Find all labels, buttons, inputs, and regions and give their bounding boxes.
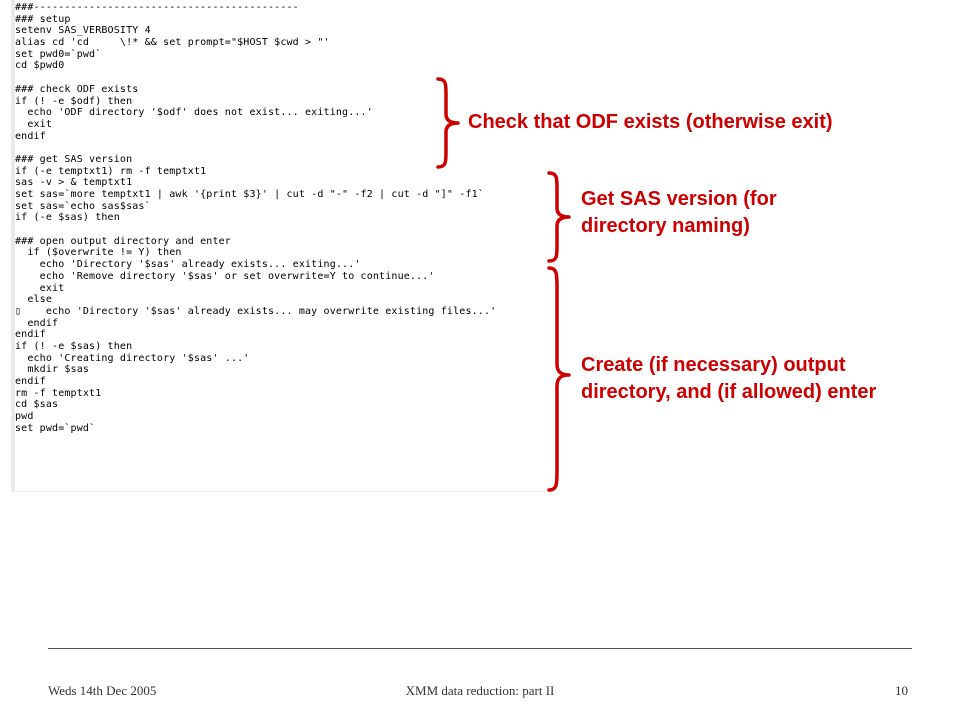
annotation-check-odf: Check that ODF exists (otherwise exit) [468, 109, 833, 136]
code-line: endif [15, 329, 46, 341]
annotation-sas-version-line1: Get SAS version (for [581, 188, 777, 210]
page-number: 10 [895, 683, 908, 698]
brace-check-odf [434, 76, 464, 170]
code-line [15, 142, 496, 154]
code-line: exit [15, 118, 53, 130]
code-line: ###-------------------------------------… [15, 2, 299, 13]
annotation-output-directory-line2: directory, and (if allowed) enter [581, 381, 877, 403]
annotation-output-directory: Create (if necessary) output directory, … [581, 352, 876, 406]
code-line: if (! -e $odf) then [15, 95, 133, 107]
code-line: echo 'Creating directory '$sas' ...' [15, 352, 250, 364]
code-line: set pwd0=`pwd` [15, 48, 102, 60]
code-line: ### open output directory and enter [15, 235, 231, 247]
brace-sas-version [545, 170, 575, 264]
code-line: cd $pwd0 [15, 60, 65, 72]
code-line: ▯ echo 'Directory '$sas' already exists.… [15, 305, 497, 317]
code-screenshot: ###-------------------------------------… [11, 0, 554, 492]
code-line: endif [15, 376, 46, 387]
code-line: echo 'Remove directory '$sas' or set ove… [15, 270, 435, 282]
code-line: exit [15, 282, 65, 294]
code-line: set sas=`echo sas$sas` [15, 200, 151, 212]
code-line: echo 'Directory '$sas' already exists...… [15, 259, 361, 271]
code-lines: ###-------------------------------------… [15, 2, 496, 434]
code-line: alias cd 'cd \!* && set prompt="$HOST $c… [15, 37, 330, 49]
code-line: set pwd=`pwd` [15, 422, 96, 434]
code-line: if ($overwrite != Y) then [15, 247, 182, 259]
footer-title: XMM data reduction: part II [405, 683, 555, 698]
code-line: if (-e $sas) then [15, 212, 120, 224]
annotation-sas-version: Get SAS version (for directory naming) [581, 186, 777, 240]
code-line: setenv SAS_VERBOSITY 4 [15, 25, 151, 37]
code-line: sas -v > & temptxt1 [15, 177, 133, 189]
annotation-sas-version-line2: directory naming) [581, 215, 750, 237]
code-line: endif [15, 317, 59, 329]
code-line: echo 'ODF directory '$odf' does not exis… [15, 107, 373, 119]
code-line: mkdir $sas [15, 364, 90, 376]
annotation-output-directory-line1: Create (if necessary) output [581, 354, 846, 376]
code-line: cd $sas [15, 399, 59, 411]
annotation-check-odf-text: Check that ODF exists (otherwise exit) [468, 111, 833, 133]
code-line: else [15, 294, 53, 306]
code-line [15, 72, 496, 84]
code-line: ### check ODF exists [15, 83, 139, 95]
code-line: if (-e temptxt1) rm -f temptxt1 [15, 165, 207, 177]
code-line: ### get SAS version [15, 153, 133, 165]
code-line: ### setup [15, 13, 71, 25]
code-line: if (! -e $sas) then [15, 340, 133, 352]
code-line: endif [15, 130, 46, 142]
code-line: set sas=`more temptxt1 | awk '{print $3}… [15, 189, 484, 200]
footer-date: Weds 14th Dec 2005 [48, 683, 157, 698]
code-line: rm -f temptxt1 [15, 387, 102, 399]
code-line [15, 224, 496, 236]
brace-output-directory [545, 264, 575, 494]
footer-divider [48, 648, 912, 649]
code-line: pwd [15, 411, 34, 423]
